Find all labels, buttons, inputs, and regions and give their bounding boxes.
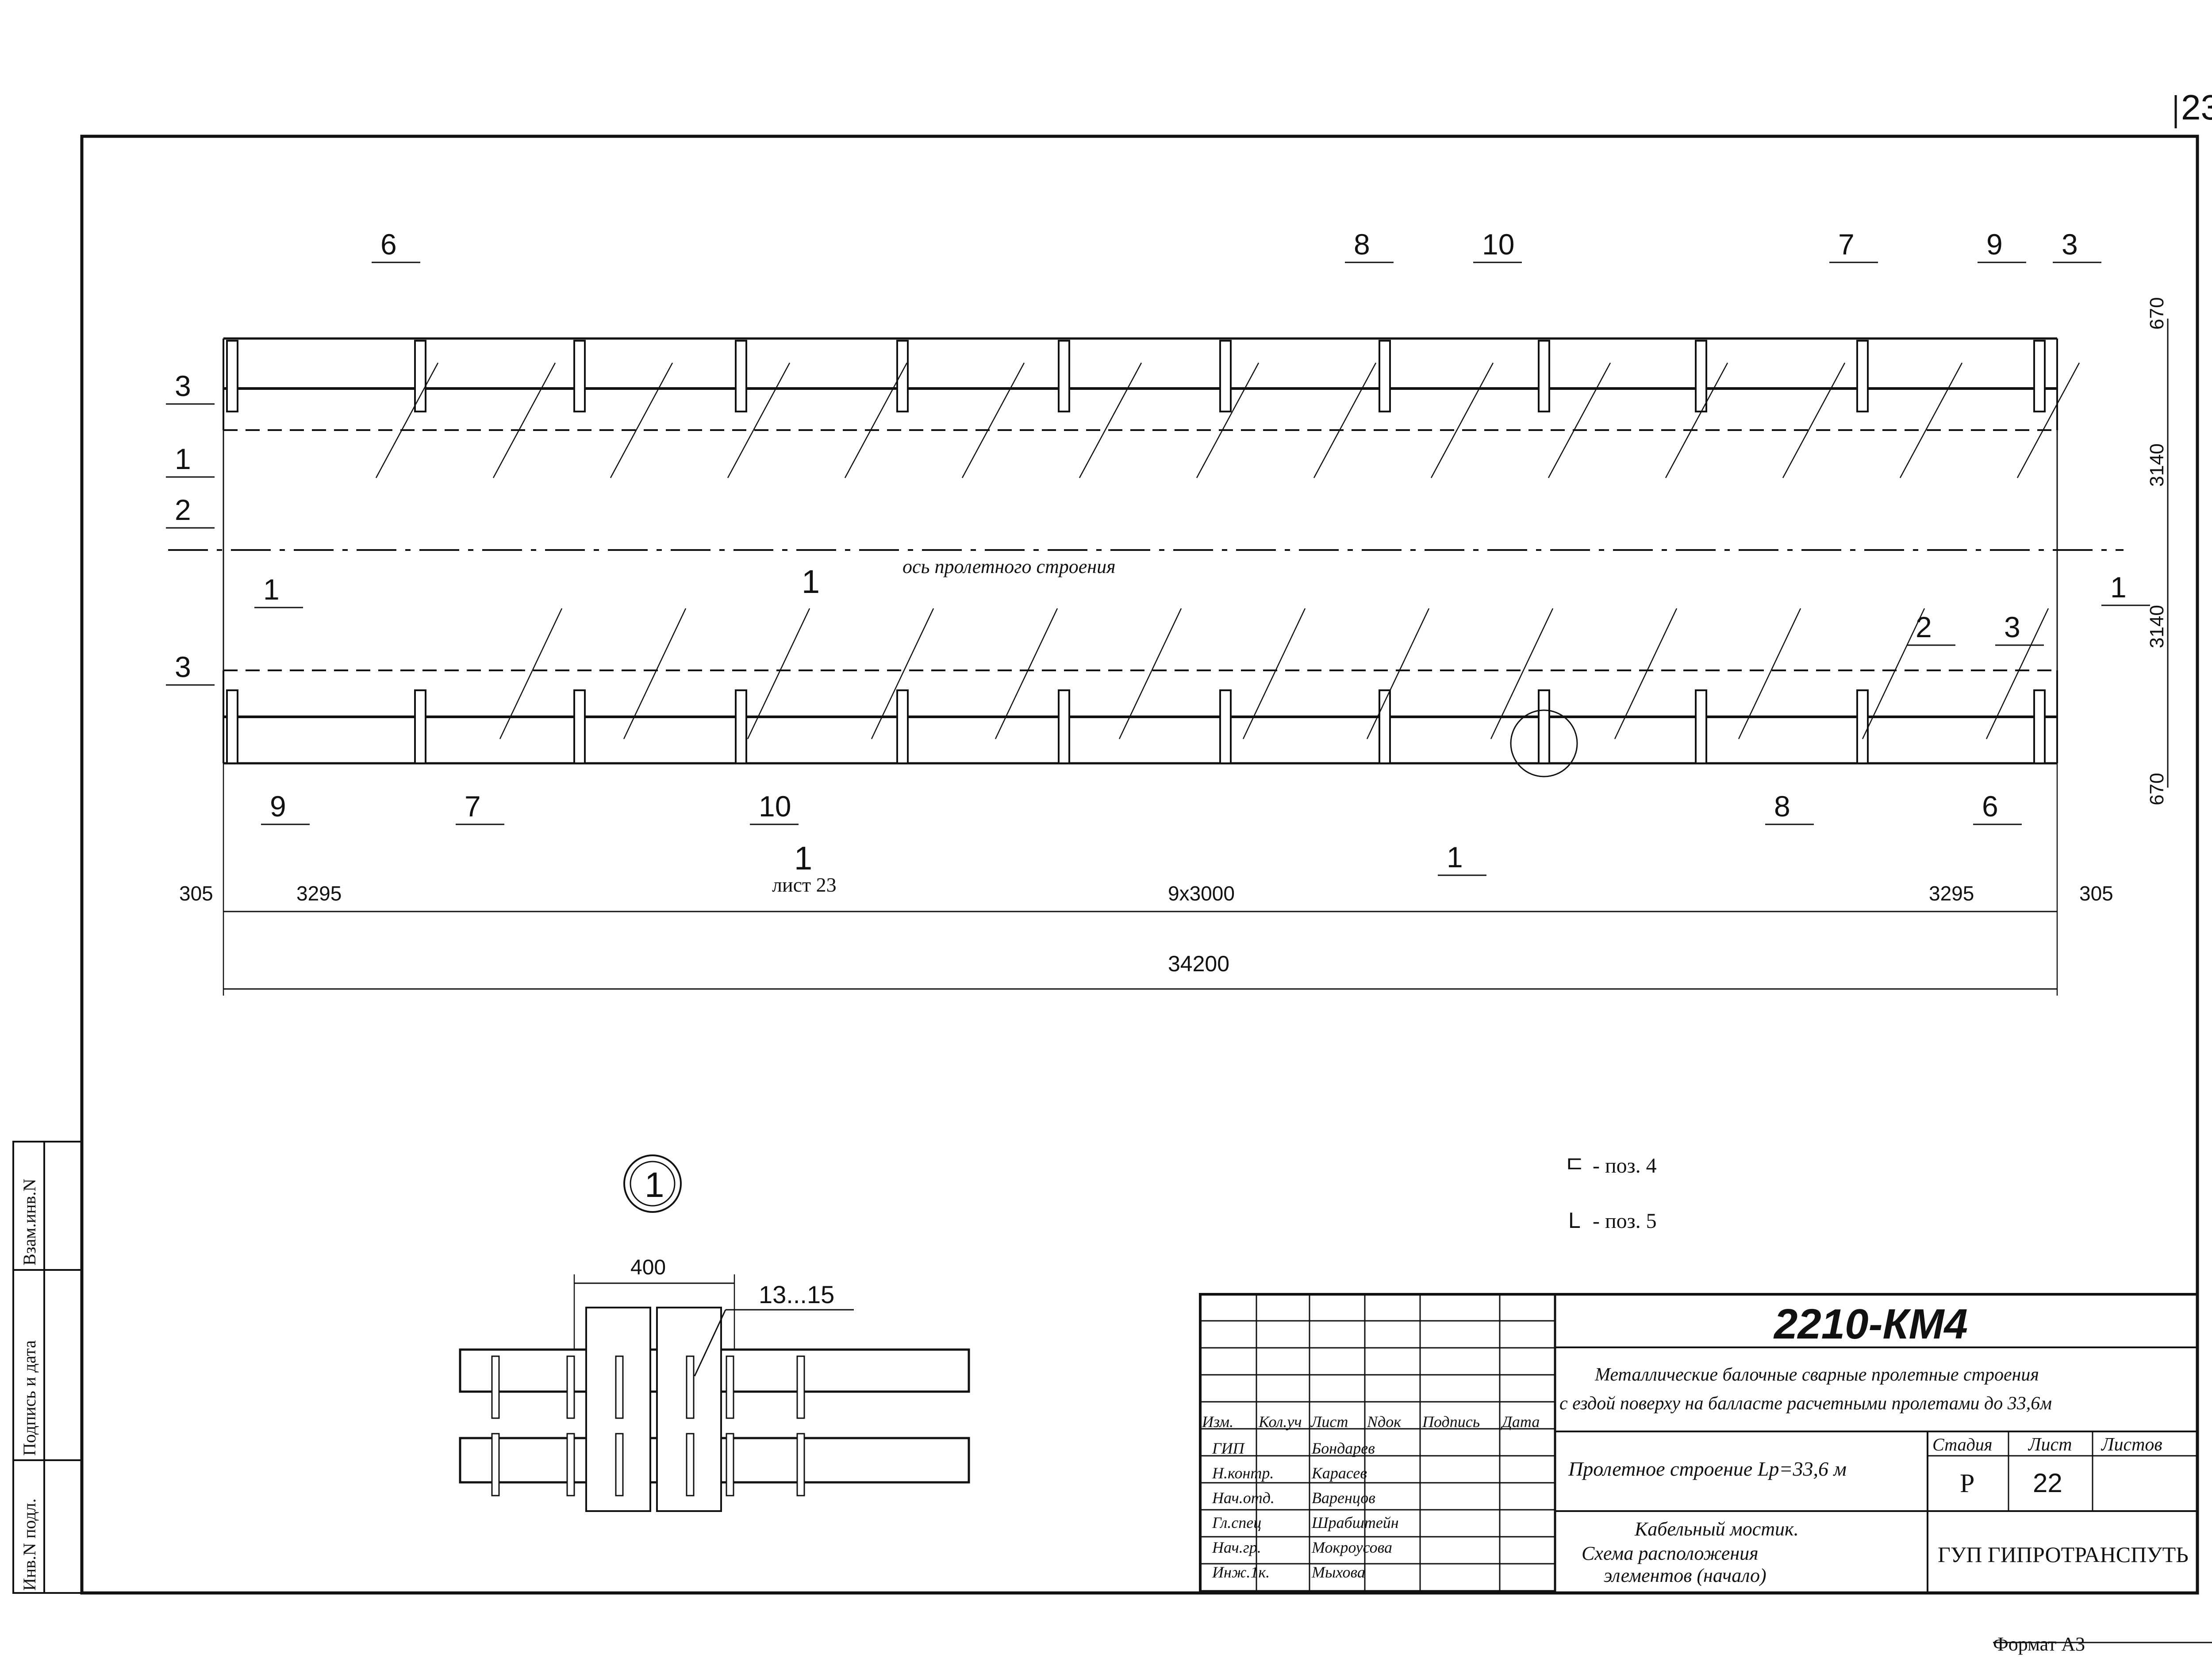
page-number: 23 xyxy=(2181,88,2212,127)
tb-role-3: Гл.спец xyxy=(1212,1514,1261,1531)
legend-pos5-symbol: L xyxy=(1568,1208,1581,1233)
object-name: Пролетное строение Lp=33,6 м xyxy=(1568,1458,1847,1480)
callout-lower-3: 3 xyxy=(2004,611,2020,643)
section-sheet-ref: лист 23 xyxy=(772,873,837,896)
dim-right-1: 3140 xyxy=(2146,443,2168,487)
tb-col-header-3: Nдок xyxy=(1367,1413,1402,1431)
callout-detail-1: 1 xyxy=(1447,841,1463,873)
tb-role-5: Инж.1к. xyxy=(1212,1563,1270,1581)
tb-col-header-2: Лист xyxy=(1310,1413,1348,1431)
callout-left-1: 1 xyxy=(175,442,191,475)
callout-top-10: 10 xyxy=(1482,228,1514,261)
callout-top-6: 6 xyxy=(380,228,397,261)
detail-1 xyxy=(459,1154,970,1512)
callout-lower-left-1: 1 xyxy=(263,573,280,606)
title-block xyxy=(1199,1293,2199,1594)
callout-lower-left-3: 3 xyxy=(175,650,191,683)
dimension-labels: 670 3140 3140 670 305 3295 9x3000 3295 305 xyxy=(179,297,2168,905)
callouts: 6 8 10 7 9 3 3 1 2 1 3 1 2 3 9 7 10 8 6 1 xyxy=(166,228,2150,876)
dim-bottom-4: 305 xyxy=(2079,882,2113,905)
tb-name-3: Шрабштейн xyxy=(1311,1514,1399,1531)
dim-total: 34200 xyxy=(1168,951,1229,976)
dim-bottom-0: 305 xyxy=(179,882,213,905)
tb-col-header-4: Подпись xyxy=(1422,1413,1480,1431)
tb-name-2: Варенцов xyxy=(1312,1489,1375,1507)
axis-label: ось пролетного строения xyxy=(902,556,1116,577)
stamp-signature: Подпись и дата xyxy=(19,1340,39,1456)
callout-top-7: 7 xyxy=(1838,228,1855,261)
stage-header: Стадия xyxy=(1932,1435,1992,1454)
tb-col-header-0: Изм. xyxy=(1202,1413,1233,1431)
callout-left-2: 2 xyxy=(175,493,191,526)
description-line1: Металлические балочные сварные пролетные… xyxy=(1594,1365,2039,1385)
dim-bottom-1: 3295 xyxy=(296,882,342,905)
tb-role-2: Нач.отд. xyxy=(1212,1489,1275,1507)
stamp-replacement: Взам.инв.N xyxy=(19,1179,39,1266)
tb-col-header-5: Дата xyxy=(1501,1413,1540,1431)
dim-bottom-3: 3295 xyxy=(1929,882,1974,905)
sheet-value: 22 xyxy=(2033,1468,2062,1498)
callout-lower-1: 1 xyxy=(2110,571,2127,604)
callout-left-3: 3 xyxy=(175,369,191,402)
tb-role-1: Н.контр. xyxy=(1212,1464,1274,1482)
callout-top-3: 3 xyxy=(2062,228,2078,261)
callout-bottom-7: 7 xyxy=(465,790,481,823)
detail-callout: 13...15 xyxy=(759,1281,834,1308)
section-mark-bottom: 1 xyxy=(794,840,812,877)
callout-top-9: 9 xyxy=(1986,228,2003,261)
legend-pos5-text: - поз. 5 xyxy=(1593,1209,1657,1233)
tb-col-header-1: Кол.уч xyxy=(1258,1413,1302,1431)
legend-pos4-symbol: ㄷ xyxy=(1564,1152,1585,1178)
sheet-title-line3: элементов (начало) xyxy=(1604,1565,1767,1586)
tb-name-4: Мокроусова xyxy=(1311,1539,1392,1556)
dim-right-3: 670 xyxy=(2146,773,2168,805)
tb-role-4: Нач.гр. xyxy=(1212,1539,1261,1556)
drawing-frame xyxy=(80,135,2199,1595)
description-line2: с ездой поверху на балласте расчетными п… xyxy=(1559,1393,2052,1414)
stamp-inventory: Инв.N подл. xyxy=(19,1498,39,1591)
tb-name-0: Бондарев xyxy=(1311,1439,1375,1457)
tb-name-1: Карасев xyxy=(1311,1464,1367,1482)
sheet-title-line2: Схема расположения xyxy=(1582,1543,1759,1564)
tb-name-5: Мыхова xyxy=(1311,1563,1365,1581)
callout-bottom-9: 9 xyxy=(270,790,286,823)
tb-role-0: ГИП xyxy=(1212,1439,1245,1457)
dim-bottom-2: 9x3000 xyxy=(1168,882,1235,905)
format-label: Формат А3 xyxy=(1993,1633,2085,1655)
callout-lower-2: 2 xyxy=(1916,611,1932,643)
callout-bottom-10: 10 xyxy=(759,790,791,823)
callout-bottom-8: 8 xyxy=(1774,790,1790,823)
stage-value: Р xyxy=(1960,1469,1974,1498)
section-mark-top: 1 xyxy=(802,563,820,600)
drawing-code: 2210-КМ4 xyxy=(1773,1300,1968,1348)
organization: ГУП ГИПРОТРАНСПУТЬ xyxy=(1938,1542,2189,1567)
legend-pos4-text: - поз. 4 xyxy=(1593,1154,1657,1177)
sheets-header: Листов xyxy=(2101,1435,2162,1455)
plan-labels: ось пролетного строения лист 23 1 1 - по… xyxy=(772,556,1657,1233)
callout-bottom-6: 6 xyxy=(1982,790,1998,823)
plan-view xyxy=(168,319,2169,996)
sheet-header: Лист xyxy=(2028,1435,2072,1455)
side-stamp xyxy=(12,1141,83,1594)
callout-top-8: 8 xyxy=(1354,228,1370,261)
dim-right-0: 670 xyxy=(2146,297,2168,330)
dim-right-2: 3140 xyxy=(2146,605,2168,648)
detail-number: 1 xyxy=(645,1165,664,1204)
sheet-title-line1: Кабельный мостик. xyxy=(1634,1518,1799,1540)
detail-dim: 400 xyxy=(630,1256,666,1279)
